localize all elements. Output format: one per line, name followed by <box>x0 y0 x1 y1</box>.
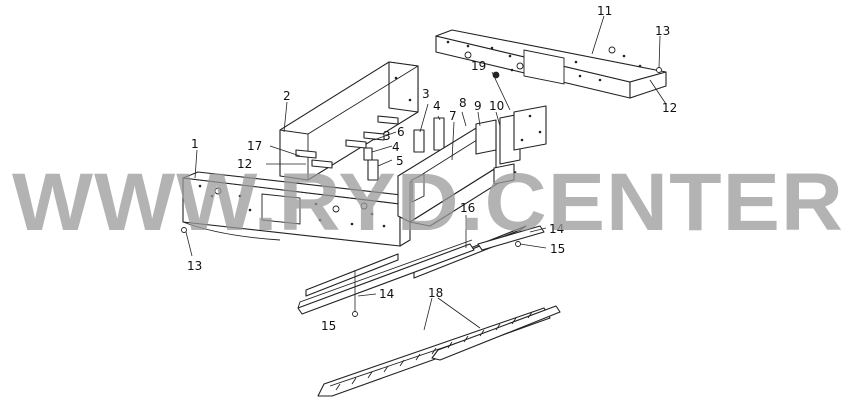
callout-18: 18 <box>428 286 443 300</box>
callout-6: 6 <box>397 125 405 139</box>
callout-16: 16 <box>460 201 475 215</box>
part-18-blade-sections <box>317 305 561 397</box>
callout-9: 9 <box>474 99 482 113</box>
callout-13-top: 13 <box>655 24 670 38</box>
callout-17: 17 <box>247 139 262 153</box>
callout-7: 7 <box>449 109 457 123</box>
callout-2: 2 <box>283 89 291 103</box>
callout-8: 8 <box>459 96 467 110</box>
callout-3-top: 3 <box>422 87 430 101</box>
callout-14-left: 14 <box>379 287 394 301</box>
callout-12-left: 12 <box>237 157 252 171</box>
callout-19: 19 <box>471 59 486 73</box>
callout-1: 1 <box>191 137 199 151</box>
callout-labels: 11 13 19 12 2 3 4 8 9 10 7 6 3 4 5 17 1 … <box>187 4 677 333</box>
callout-14-right: 14 <box>549 222 564 236</box>
part-7-channel <box>397 121 517 227</box>
part-14-guard-bars <box>297 225 545 315</box>
leader-lines <box>185 15 667 331</box>
callout-4-mid: 4 <box>392 140 400 154</box>
callout-3-mid: 3 <box>383 129 391 143</box>
part-2-cover-panel <box>279 61 419 181</box>
callout-13-left: 13 <box>187 259 202 273</box>
bolts <box>181 67 662 317</box>
watermark-text: WWW.RYD.CENTER <box>12 157 844 248</box>
callout-10: 10 <box>489 99 504 113</box>
callout-15-left: 15 <box>321 319 336 333</box>
parts-8-9-10-brackets <box>475 105 547 185</box>
callout-4-top: 4 <box>433 99 441 113</box>
callout-11: 11 <box>597 4 612 18</box>
callout-12-right: 12 <box>662 101 677 115</box>
small-plates-group <box>295 115 445 181</box>
part-11-upper-side-plate <box>435 29 667 99</box>
callout-5: 5 <box>396 154 404 168</box>
callout-15-right: 15 <box>550 242 565 256</box>
